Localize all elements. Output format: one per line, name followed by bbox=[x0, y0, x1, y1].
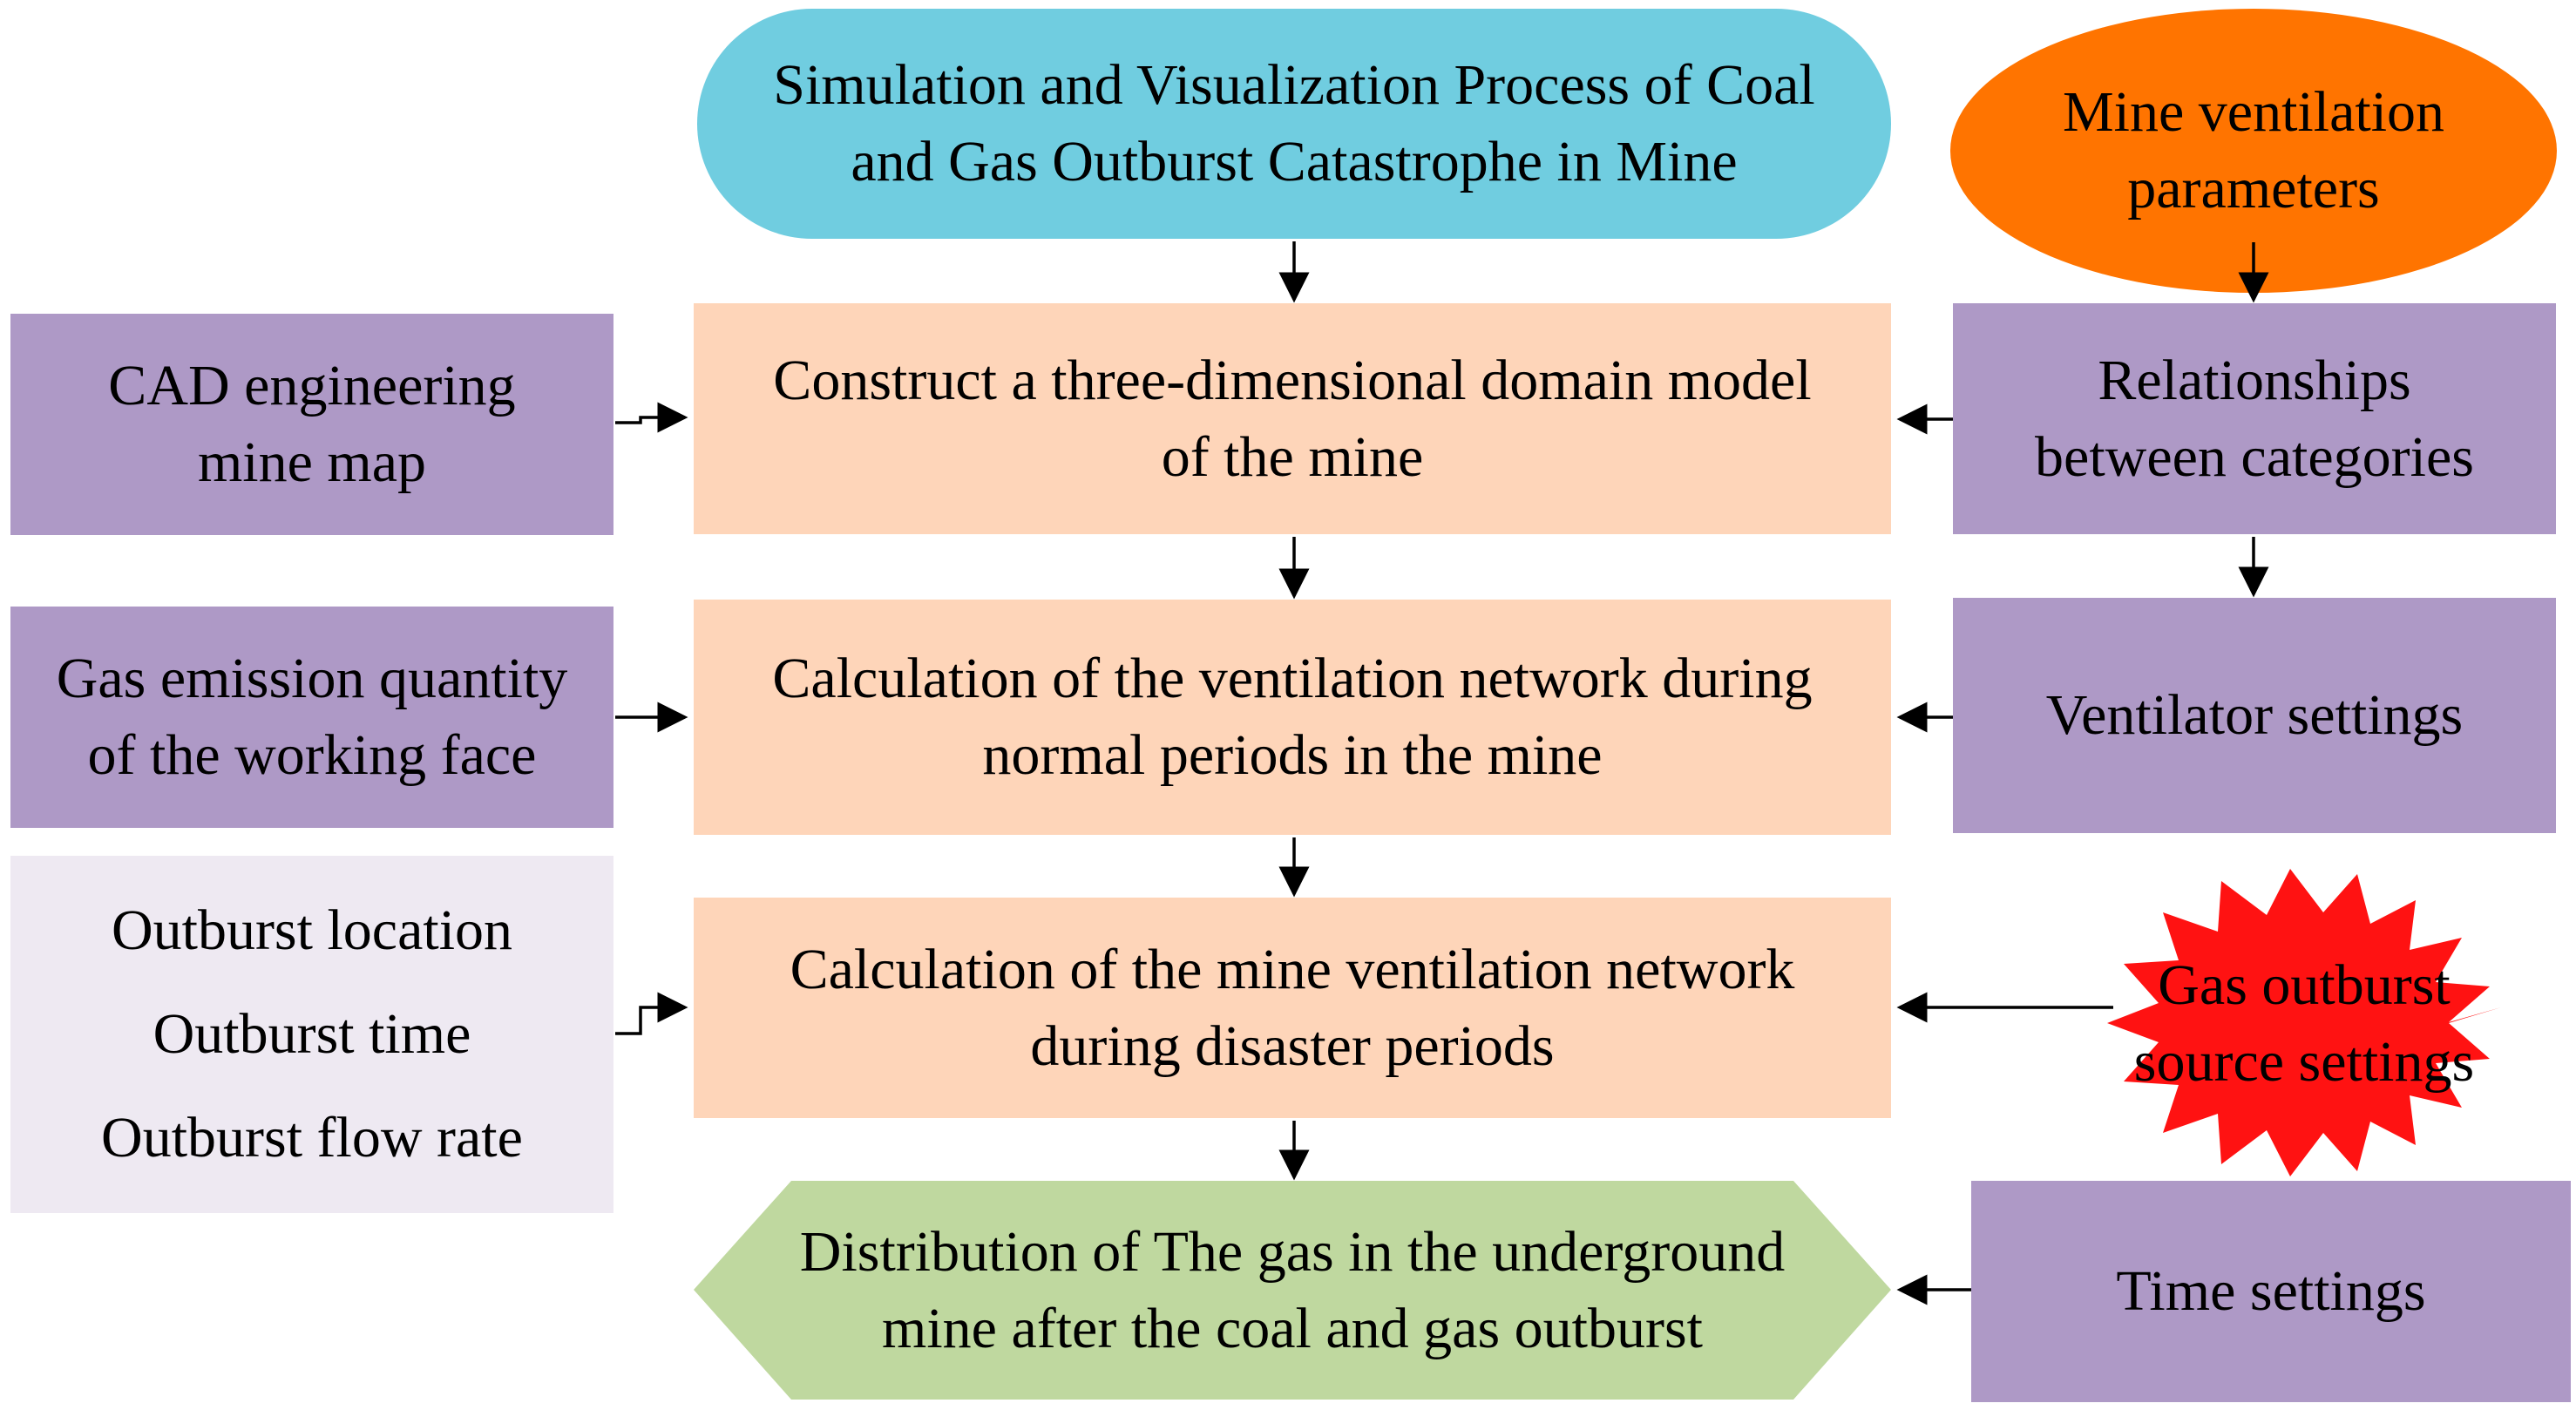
outburst-time-item: Outburst time bbox=[153, 1001, 471, 1066]
disaster-calc-box bbox=[694, 898, 1891, 1118]
cad-map-label: CAD engineering mine map bbox=[10, 314, 613, 535]
ventilator-label: Ventilator settings bbox=[1953, 598, 2556, 833]
relationships-line-2: between categories bbox=[2035, 424, 2474, 489]
outburst-flow-rate-item: Outburst flow rate bbox=[101, 1106, 523, 1170]
ventilation-params-ellipse bbox=[1950, 9, 2557, 293]
normal-calc-line-2: normal periods in the mine bbox=[982, 723, 1603, 787]
gas-emission-box bbox=[10, 607, 613, 828]
gas-source-line-1: Gas outburst bbox=[2158, 953, 2451, 1018]
relationships-line-1: Relationships bbox=[2098, 348, 2411, 412]
ventilation-params-line-1: Mine ventilation bbox=[2062, 80, 2445, 145]
outburst-location-item: Outburst location bbox=[111, 898, 513, 962]
gas-emission-label: Gas emission quantity of the working fac… bbox=[10, 607, 613, 828]
gas-emission-line-2: of the working face bbox=[87, 723, 537, 787]
distribution-hexagon bbox=[694, 1181, 1891, 1400]
ventilation-params-label: Mine ventilation parameters bbox=[1950, 9, 2557, 293]
normal-calc-box bbox=[694, 600, 1891, 835]
arrow-cad-to-construct bbox=[615, 402, 688, 433]
construct-model-line-1: Construct a three-dimensional domain mod… bbox=[773, 348, 1812, 412]
cad-map-box bbox=[10, 314, 613, 535]
gas-emission-line-1: Gas emission quantity bbox=[56, 647, 568, 711]
outburst-inputs-list: Outburst location Outburst time Outburst… bbox=[10, 856, 613, 1213]
outburst-inputs-box bbox=[10, 856, 613, 1213]
distribution-line-2: mine after the coal and gas outburst bbox=[881, 1296, 1703, 1360]
gas-source-label: Gas outburst source settings bbox=[2107, 915, 2501, 1133]
relationships-label: Relationships between categories bbox=[1953, 303, 2556, 534]
construct-model-line-2: of the mine bbox=[1161, 424, 1424, 489]
normal-calc-line-1: Calculation of the ventilation network d… bbox=[772, 647, 1813, 711]
time-settings-label: Time settings bbox=[1971, 1181, 2571, 1402]
ventilation-params-line-2: parameters bbox=[2127, 157, 2380, 220]
arrow-outburst-inputs-to-disaster bbox=[615, 992, 688, 1035]
start-terminal-shape bbox=[697, 9, 1891, 239]
connectors bbox=[615, 241, 2269, 1305]
relationships-box bbox=[1953, 303, 2556, 534]
distribution-label: Distribution of The gas in the undergrou… bbox=[694, 1181, 1891, 1400]
ventilator-box bbox=[1953, 598, 2556, 833]
ventilator-line-1: Ventilator settings bbox=[2045, 683, 2464, 748]
normal-calc-label: Calculation of the ventilation network d… bbox=[694, 600, 1891, 835]
start-label-line-1: Simulation and Visualization Process of … bbox=[773, 53, 1815, 118]
construct-model-label: Construct a three-dimensional domain mod… bbox=[694, 303, 1891, 534]
disaster-calc-line-1: Calculation of the mine ventilation netw… bbox=[790, 937, 1795, 1001]
construct-model-box bbox=[694, 303, 1891, 534]
disaster-calc-label: Calculation of the mine ventilation netw… bbox=[694, 898, 1891, 1118]
gas-source-burst-shape bbox=[2107, 869, 2501, 1176]
time-settings-line-1: Time settings bbox=[2116, 1259, 2426, 1324]
start-label: Simulation and Visualization Process of … bbox=[697, 9, 1891, 239]
cad-map-line-1: CAD engineering bbox=[108, 354, 516, 418]
cad-map-line-2: mine map bbox=[197, 430, 427, 494]
disaster-calc-line-2: during disaster periods bbox=[1030, 1013, 1555, 1078]
gas-source-line-2: source settings bbox=[2133, 1030, 2475, 1094]
start-label-line-2: and Gas Outburst Catastrophe in Mine bbox=[851, 130, 1738, 193]
distribution-line-1: Distribution of The gas in the undergrou… bbox=[799, 1219, 1786, 1284]
time-settings-box bbox=[1971, 1181, 2571, 1402]
